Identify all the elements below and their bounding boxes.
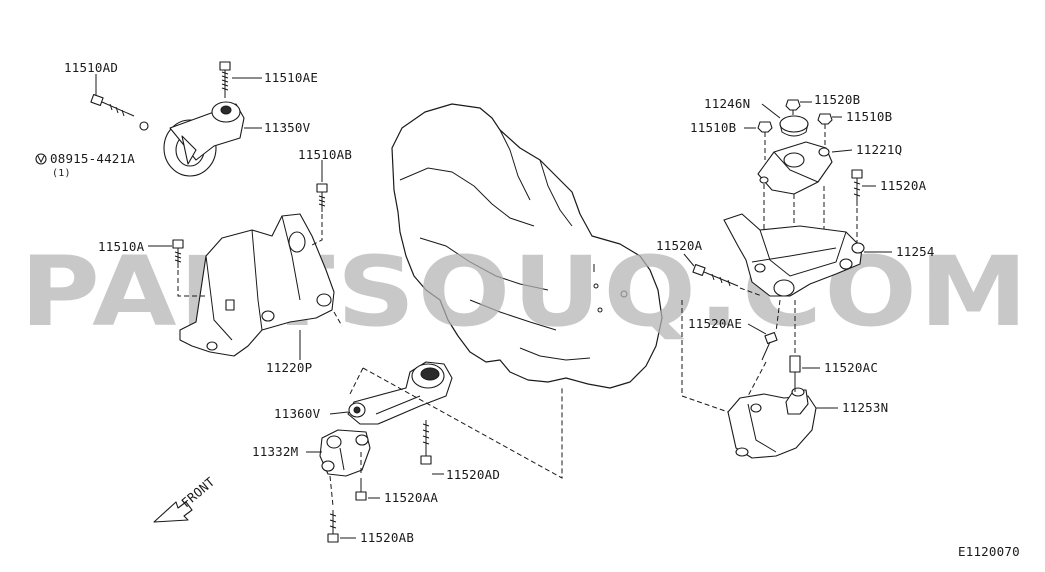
mount-11253N: [727, 387, 817, 459]
watermark: PARTSOUQ.COM: [20, 236, 1030, 348]
leader-lines: [95, 74, 892, 539]
label-11510AE: 11510AE: [264, 70, 318, 85]
front-arrow-icon: FRONT: [153, 474, 218, 523]
label-11350V: 11350V: [264, 120, 311, 135]
label-11254: 11254: [896, 244, 935, 259]
label-11520A-right: 11520A: [880, 178, 927, 193]
label-11253N: 11253N: [842, 400, 888, 415]
label-11332M: 11332M: [252, 444, 298, 459]
bolt-11520AA: [355, 478, 367, 501]
diagram-code: E1120070: [958, 544, 1020, 559]
label-11510B-right: 11510B: [846, 109, 892, 124]
label-11520B: 11520B: [814, 92, 860, 107]
mount-11220P: [179, 213, 335, 357]
nut-11520B: [785, 99, 801, 111]
label-11246N: 11246N: [704, 96, 750, 111]
bracket-11254: [723, 213, 865, 297]
bolt-11510AD: [90, 93, 149, 131]
mount-11350V: [163, 101, 245, 177]
label-11520AE: 11520AE: [688, 316, 742, 331]
bolt-11520A-middle: [692, 263, 739, 287]
label-11520A-middle: 11520A: [656, 238, 703, 253]
part-labels: 11510AD 11510AE 11350V 08915-4421A (1) 1…: [50, 60, 1020, 559]
bolt-11520AB: [327, 510, 339, 543]
bracket-11332M: [319, 429, 371, 477]
bolt-11510A: [172, 239, 184, 268]
engine-block: [391, 103, 663, 389]
bolt-11520AE: [761, 331, 778, 361]
label-11520AC: 11520AC: [824, 360, 878, 375]
bolt-11510AE: [219, 61, 231, 98]
nut-11510B-left: [757, 121, 773, 133]
label-11360V: 11360V: [274, 406, 321, 421]
bolt-11520AD: [420, 420, 432, 465]
label-11510AB: 11510AB: [298, 147, 352, 162]
bolt-11520AC: [789, 355, 801, 388]
bolt-11510AB: [316, 183, 328, 212]
label-11221Q: 11221Q: [856, 142, 902, 157]
label-11510AD: 11510AD: [64, 60, 118, 75]
nut-11510B-right: [817, 113, 833, 125]
label-11220P: 11220P: [266, 360, 312, 375]
label-11520AD: 11520AD: [446, 467, 500, 482]
label-11520AA: 11520AA: [384, 490, 438, 505]
label-08915-4421A: 08915-4421A: [50, 151, 135, 166]
torque-rod-11360V: [347, 361, 453, 425]
washer-mark: [37, 155, 45, 164]
label-08915-qty: (1): [52, 168, 71, 179]
label-11510B-left: 11510B: [690, 120, 736, 135]
label-11520AB: 11520AB: [360, 530, 414, 545]
label-11510A: 11510A: [98, 239, 145, 254]
front-label: FRONT: [178, 474, 217, 510]
insulator-11246N: [779, 115, 809, 137]
bolt-11520A-right: [851, 169, 863, 206]
mount-11221Q: [757, 141, 833, 195]
